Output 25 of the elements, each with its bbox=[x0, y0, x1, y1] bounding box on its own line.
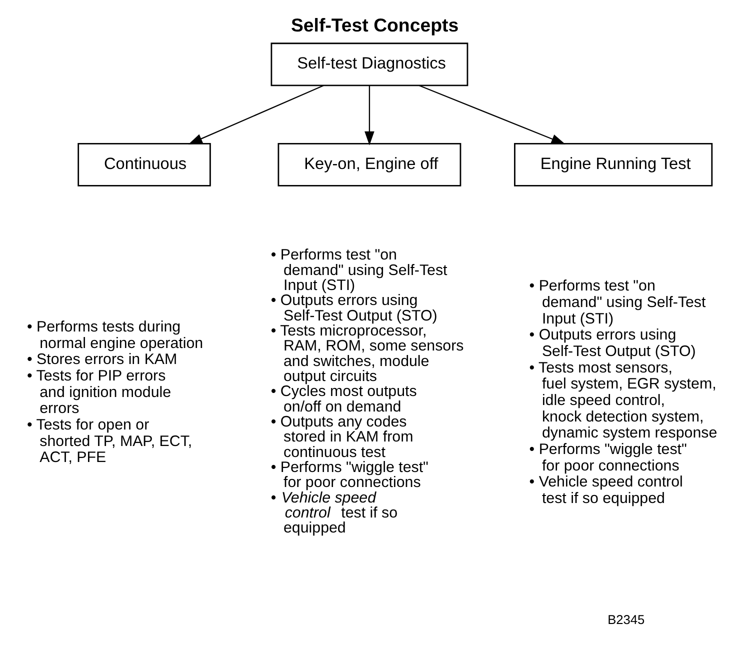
arrow bbox=[188, 85, 324, 144]
node-label: • Tests for open or shorted TP, MAP, ECT, ACT, PFE bbox=[27, 416, 192, 466]
node-label: • Stores errors in KAM bbox=[27, 351, 178, 368]
node-box: Key-on, Engine off bbox=[278, 143, 462, 186]
node-label: • Outputs errors using Self-Test Output (STO) bbox=[529, 326, 696, 360]
node-label: • Outputs any codes stored in KAM from continuous test bbox=[270, 414, 414, 461]
node-label: • Tests most sensors, fuel system, EGR system, idle speed control, knock detection system, dynamic system response bbox=[529, 359, 718, 442]
node-label: • Performs test "on demand" using Self-Test Input (STI) bbox=[529, 278, 706, 328]
node-label: • Tests for PIP errors and ignition module errors bbox=[27, 367, 172, 418]
node-label: • Performs test "on demand" using Self-Test Input (STI) bbox=[270, 246, 448, 294]
node-label: • Performs "wiggle test" for poor connections bbox=[529, 440, 687, 474]
diagram-title: Self-Test Concepts bbox=[290, 14, 459, 36]
node-box: Engine Running Test bbox=[514, 143, 713, 186]
node-box: Continuous bbox=[78, 143, 211, 186]
node-label: • Vehicle speed control test if so equipped bbox=[270, 489, 398, 537]
node-label: • Performs "wiggle test" for poor connections bbox=[270, 459, 428, 492]
node-label: • Cycles most outputs on/off on demand bbox=[270, 383, 417, 416]
node-label: • Vehicle speed control test if so equipped bbox=[529, 474, 683, 507]
node-label: • Tests microprocessor, RAM, ROM, some sensors and switches, module output circuits bbox=[270, 322, 464, 386]
arrow bbox=[418, 84, 566, 144]
node-label: • Outputs errors using Self-Test Output (STO) bbox=[270, 292, 438, 324]
node-box: Self-test Diagnostics bbox=[270, 42, 468, 86]
node-label: • Performs tests during normal engine operation bbox=[27, 318, 204, 352]
arrow bbox=[364, 86, 374, 146]
label: B2345 bbox=[608, 612, 645, 628]
